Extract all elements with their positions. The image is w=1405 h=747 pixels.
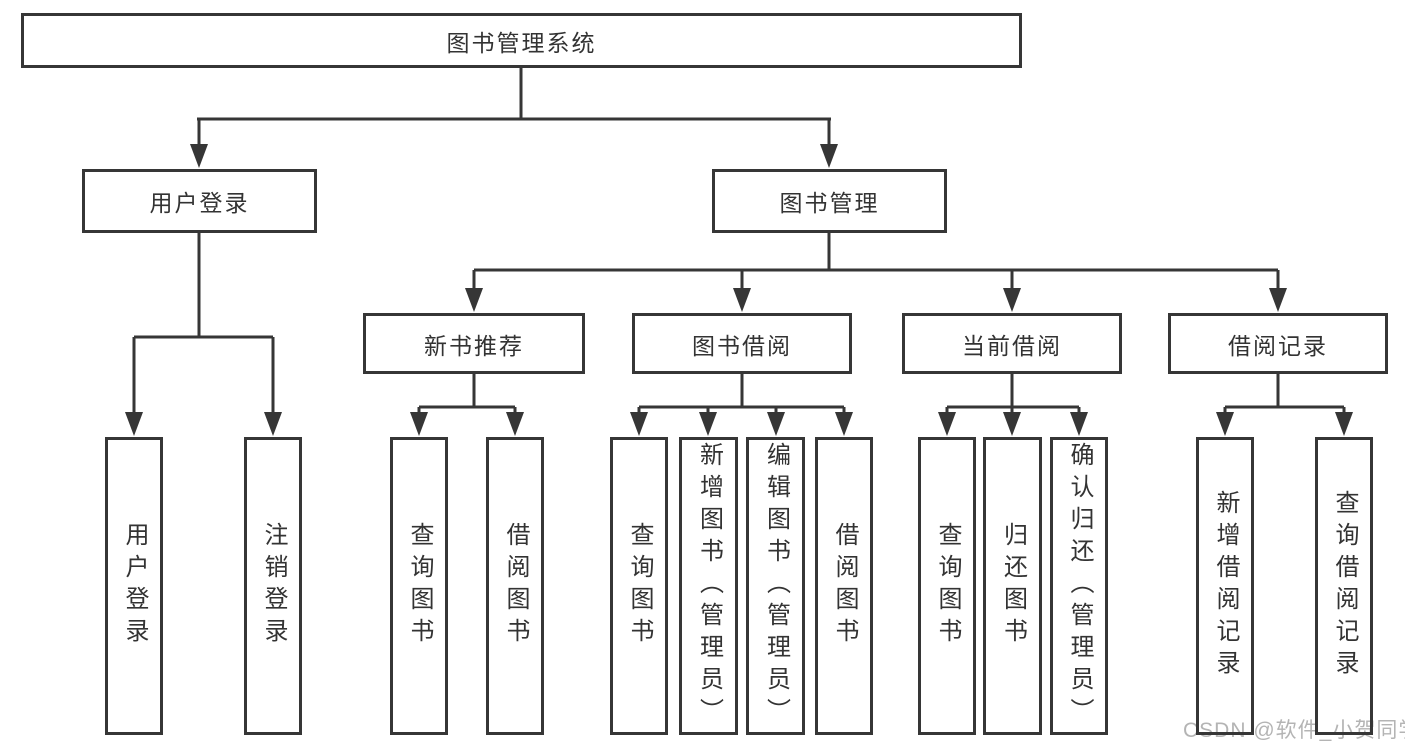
arrowhead bbox=[630, 412, 648, 436]
arrowhead bbox=[767, 412, 785, 436]
node-user-login: 用户登录 bbox=[82, 169, 317, 233]
node-current-borrowing: 当前借阅 bbox=[902, 313, 1122, 374]
arrowhead bbox=[1335, 412, 1353, 436]
edges-new-book-recommend-branch bbox=[410, 374, 524, 436]
arrowhead bbox=[835, 412, 853, 436]
node-book-borrowing: 图书借阅 bbox=[632, 313, 852, 374]
arrowhead bbox=[264, 412, 282, 436]
edges-book-borrowing-branch bbox=[630, 374, 853, 436]
arrowhead bbox=[1269, 288, 1287, 312]
arrowhead bbox=[820, 144, 838, 168]
leaf-add-books-admin: 新增图书（管理员） bbox=[679, 437, 738, 735]
leaf-return-books: 归还图书 bbox=[983, 437, 1042, 735]
leaf-query-borrow-record: 查询借阅记录 bbox=[1315, 437, 1373, 735]
arrowhead bbox=[733, 288, 751, 312]
arrowhead bbox=[1216, 412, 1234, 436]
leaf-query-books-1: 查询图书 bbox=[390, 437, 448, 735]
arrowhead bbox=[465, 288, 483, 312]
leaf-borrow-books-2: 借阅图书 bbox=[815, 437, 873, 735]
arrowhead bbox=[125, 412, 143, 436]
watermark: CSDN @软件_小贺同学 bbox=[1183, 719, 1405, 742]
edges-borrowing-records-branch bbox=[1216, 374, 1353, 436]
arrowhead bbox=[1003, 412, 1021, 436]
arrowhead bbox=[1070, 412, 1088, 436]
node-new-book-recommend: 新书推荐 bbox=[363, 313, 585, 374]
node-book-management: 图书管理 bbox=[712, 169, 947, 233]
edges-root-to-level2 bbox=[190, 68, 838, 168]
leaf-query-books-2: 查询图书 bbox=[610, 437, 668, 735]
edges-current-borrowing-branch bbox=[938, 374, 1088, 436]
leaf-logout-login: 注销登录 bbox=[244, 437, 302, 735]
arrowhead bbox=[190, 144, 208, 168]
leaf-confirm-return-admin: 确认归还（管理员） bbox=[1050, 437, 1108, 735]
leaf-borrow-books-1: 借阅图书 bbox=[486, 437, 544, 735]
leaf-add-borrow-record: 新增借阅记录 bbox=[1196, 437, 1254, 735]
leaf-edit-books-admin: 编辑图书（管理员） bbox=[746, 437, 805, 735]
node-borrowing-records: 借阅记录 bbox=[1168, 313, 1388, 374]
node-root: 图书管理系统 bbox=[21, 13, 1022, 68]
arrowhead bbox=[699, 412, 717, 436]
edges-user-login-branch bbox=[125, 233, 282, 436]
leaf-user-login: 用户登录 bbox=[105, 437, 163, 735]
arrowhead bbox=[1003, 288, 1021, 312]
leaf-query-books-3: 查询图书 bbox=[918, 437, 976, 735]
edges-book-management-branch bbox=[465, 233, 1287, 312]
arrowhead bbox=[410, 412, 428, 436]
arrowhead bbox=[938, 412, 956, 436]
arrowhead bbox=[506, 412, 524, 436]
